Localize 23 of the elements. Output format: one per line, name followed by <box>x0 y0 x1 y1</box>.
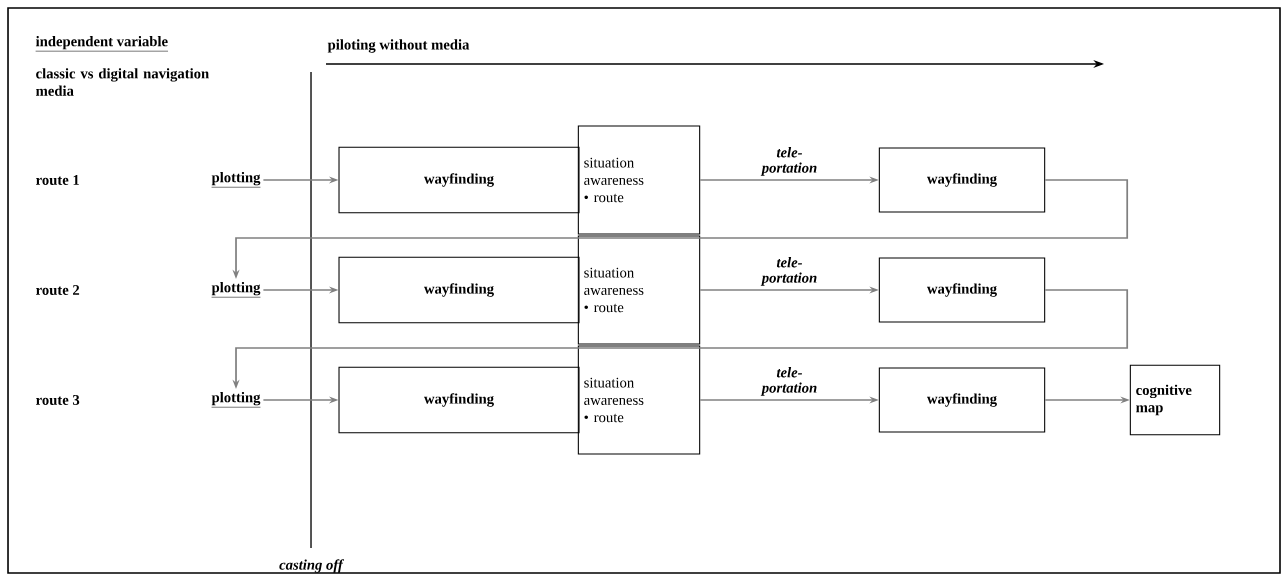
text-label: classic vs digital navigation media <box>36 68 209 96</box>
text-label: independent variable <box>35 36 169 52</box>
edge-label: tele- portation <box>760 367 817 396</box>
state-box: situation awareness • route <box>577 345 701 455</box>
text-label: route 3 <box>36 395 80 405</box>
text-label: route 2 <box>36 285 80 295</box>
text-label: casting off <box>279 559 345 573</box>
text-label: route 1 <box>36 175 79 185</box>
edge-label: tele- portation <box>760 257 817 286</box>
process-box: wayfinding <box>338 366 580 434</box>
process-box: wayfinding <box>878 147 1046 213</box>
text-label: piloting without media <box>327 39 470 53</box>
process-box: wayfinding <box>878 367 1046 433</box>
process-box: wayfinding <box>338 256 580 324</box>
state-box: situation awareness • route <box>577 125 701 235</box>
edge-label: tele- portation <box>760 147 817 176</box>
link-text: plotting <box>211 281 261 298</box>
result-box: cognitive map <box>1129 364 1221 436</box>
state-box: situation awareness • route <box>577 235 701 345</box>
process-box: wayfinding <box>338 146 580 214</box>
link-text: plotting <box>211 391 261 408</box>
process-box: wayfinding <box>878 257 1046 323</box>
link-text: plotting <box>211 171 261 188</box>
